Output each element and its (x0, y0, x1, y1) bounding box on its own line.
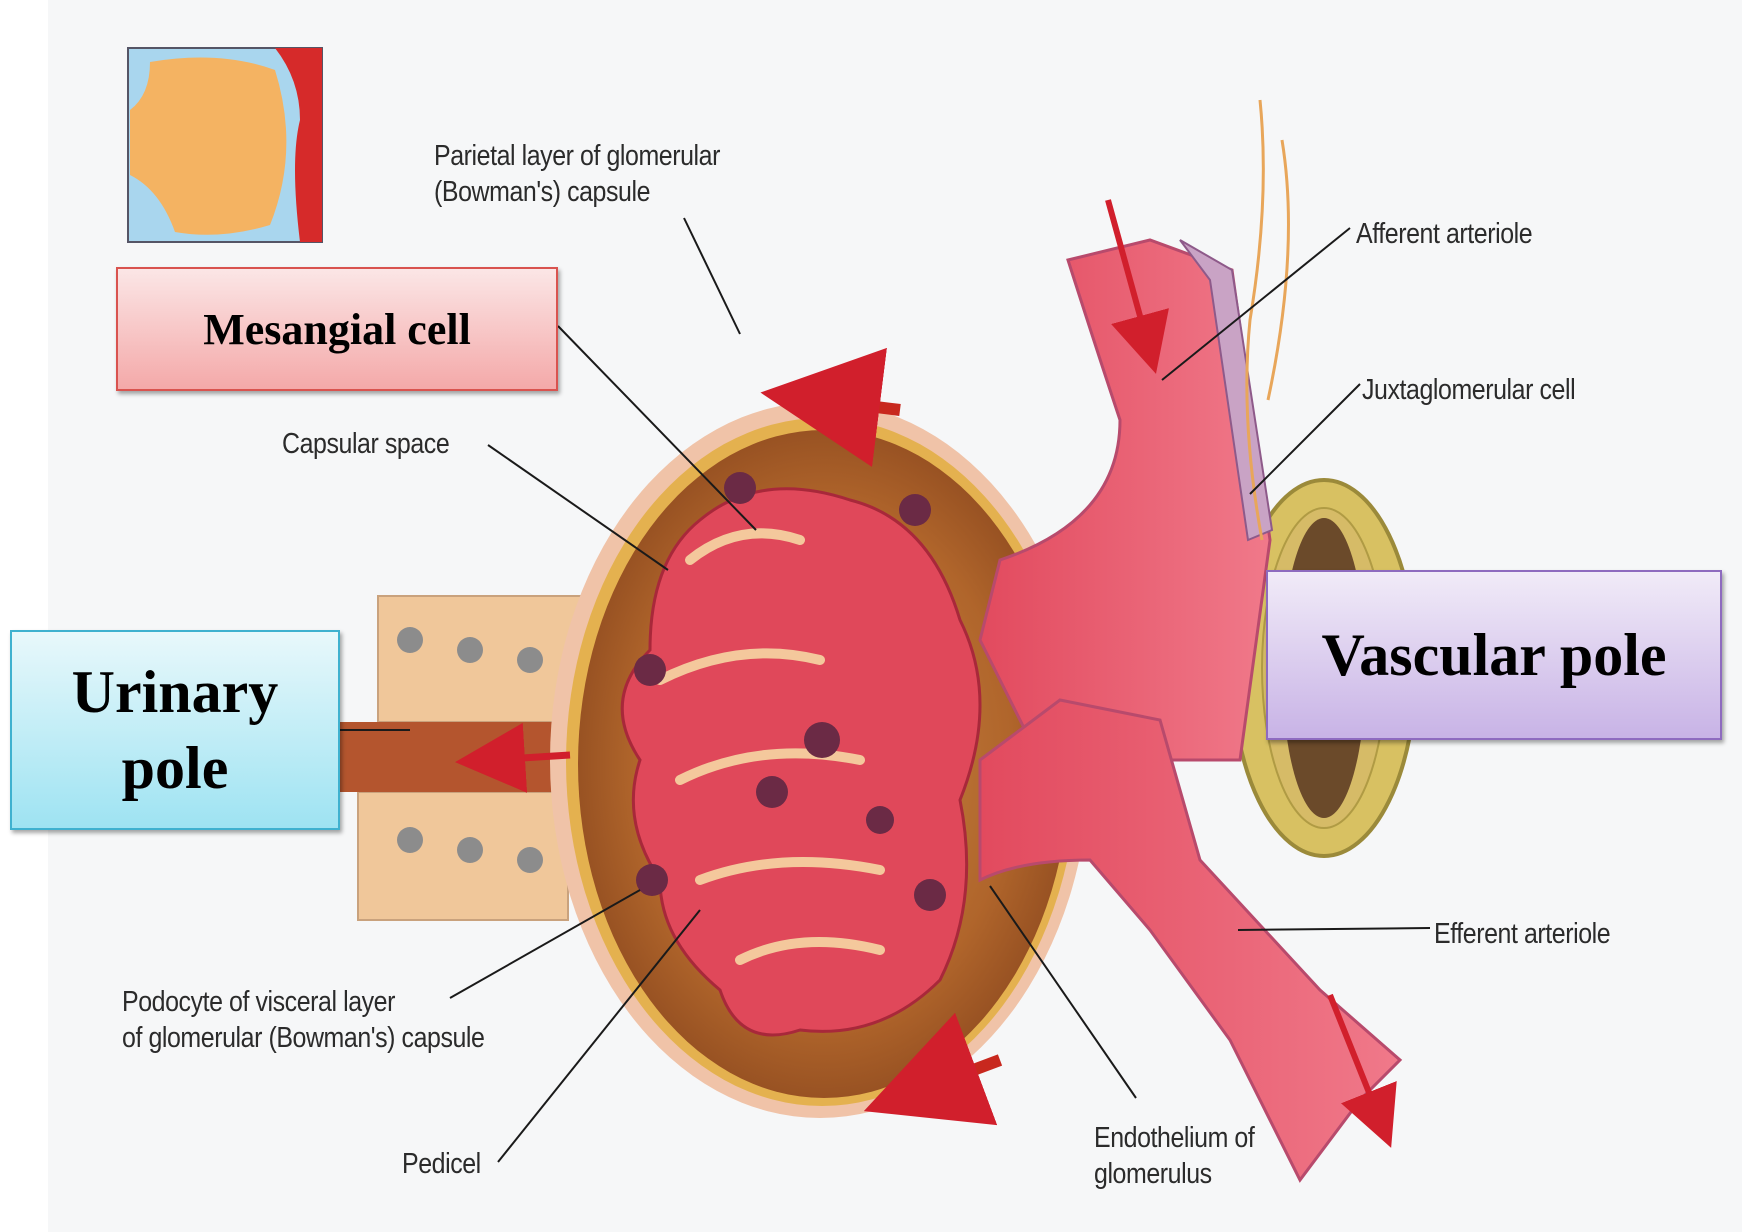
callout-mesangial-text: Mesangial cell (203, 304, 471, 355)
label-afferent-arteriole: Afferent arteriole (1356, 216, 1532, 252)
callout-mesangial-cell: Mesangial cell (116, 267, 558, 391)
label-podocyte-line2: of glomerular (Bowman's) capsule (122, 1020, 484, 1056)
label-parietal-layer: Parietal layer of glomerular (Bowman's) … (434, 138, 720, 210)
label-juxtaglomerular-cell: Juxtaglomerular cell (1362, 372, 1575, 408)
callout-vascular-pole: Vascular pole (1266, 570, 1722, 740)
label-endothelium: Endothelium of glomerulus (1094, 1120, 1254, 1192)
label-podocyte: Podocyte of visceral layer of glomerular… (122, 984, 484, 1056)
afferent-arteriole (980, 100, 1288, 760)
label-pedicel: Pedicel (402, 1146, 481, 1182)
label-parietal-line2: (Bowman's) capsule (434, 174, 720, 210)
callout-vascular-text: Vascular pole (1321, 621, 1666, 690)
label-endothelium-line2: glomerulus (1094, 1156, 1254, 1192)
label-endothelium-line1: Endothelium of (1094, 1120, 1254, 1156)
callout-urinary-line1: Urinary (72, 654, 279, 730)
label-podocyte-line1: Podocyte of visceral layer (122, 984, 484, 1020)
callout-urinary-line2: pole (72, 730, 279, 806)
label-parietal-line1: Parietal layer of glomerular (434, 138, 720, 174)
thumbnail-inset (128, 48, 322, 242)
callout-urinary-pole: Urinary pole (10, 630, 340, 830)
label-capsular-space: Capsular space (282, 426, 449, 462)
label-efferent-arteriole: Efferent arteriole (1434, 916, 1610, 952)
